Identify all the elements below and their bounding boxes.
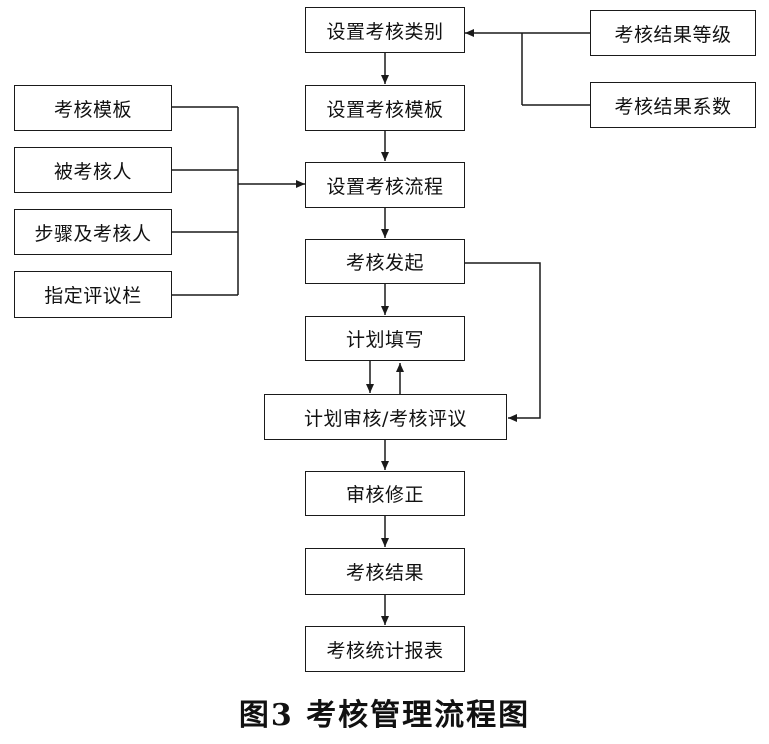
node-report: 考核统计报表: [305, 626, 465, 672]
node-assessee: 被考核人: [14, 147, 172, 193]
node-template: 考核模板: [14, 85, 172, 131]
node-result-level: 考核结果等级: [590, 10, 756, 56]
node-result-coeff: 考核结果系数: [590, 82, 756, 128]
node-comment-column: 指定评议栏: [14, 271, 172, 318]
figure-caption: 图3 考核管理流程图: [238, 698, 531, 733]
node-set-category: 设置考核类别: [305, 7, 465, 53]
node-set-process: 设置考核流程: [305, 162, 465, 208]
arrow-initiate-to-review: [465, 262, 541, 422]
node-steps-assessor: 步骤及考核人: [14, 209, 172, 255]
node-plan-fill: 计划填写: [305, 316, 465, 361]
node-result: 考核结果: [305, 548, 465, 595]
node-set-template: 设置考核模板: [305, 85, 465, 131]
node-plan-review: 计划审核/考核评议: [264, 394, 507, 440]
node-initiate: 考核发起: [305, 239, 465, 284]
node-review-fix: 审核修正: [305, 471, 465, 516]
